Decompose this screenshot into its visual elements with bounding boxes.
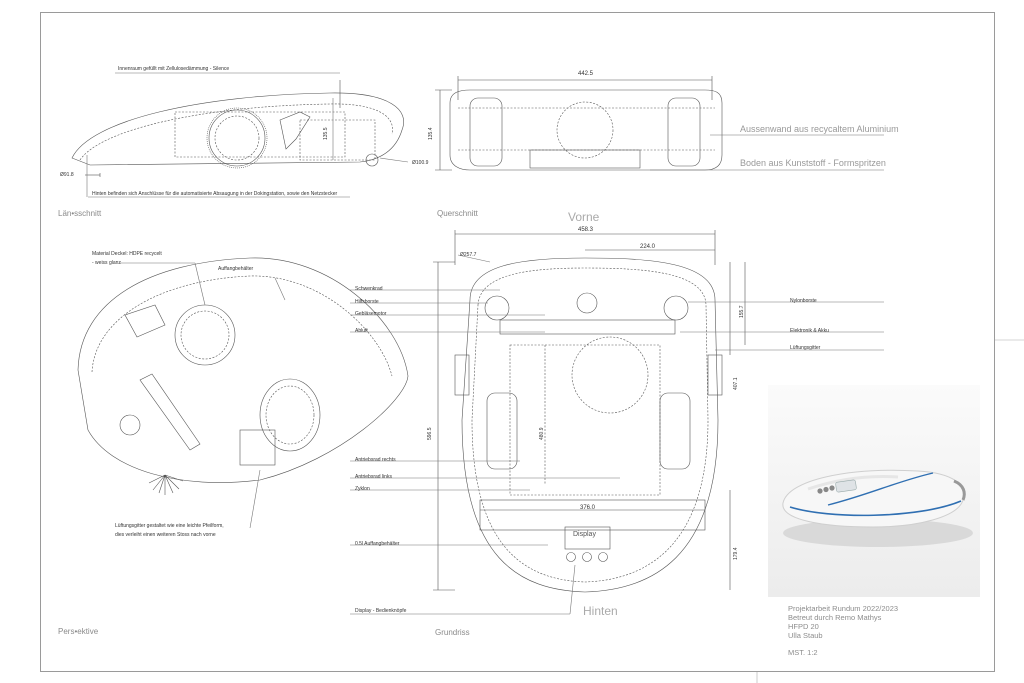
- lid-material-note: Material Deckel: HDPE recycelt: [92, 251, 162, 257]
- dim-half-width: 224.0: [640, 244, 656, 250]
- dim-left-diameter: Ø91.8: [60, 172, 74, 178]
- project-title: Projektarbeit Rundum 2022/2023: [788, 604, 899, 613]
- longitudinal-section: [71, 72, 409, 198]
- section-label-floor-plan: Grundriss: [435, 628, 470, 637]
- project-class: HFPD 20: [788, 622, 819, 631]
- robot-render-image: [782, 469, 973, 547]
- wall-material-note: Aussenwand aus recycaltem Aluminium: [740, 124, 899, 134]
- drawing-sheet: [40, 12, 995, 672]
- dim-brush-diameter: Ø257.7: [460, 252, 477, 258]
- cross-section: [435, 76, 884, 171]
- label-cyclone: Zyklon: [355, 486, 370, 492]
- vent-note-2: dies verleiht einen weiteren Stoss nach …: [115, 532, 216, 538]
- dim-inner: 480.9: [539, 427, 545, 440]
- floor-plan: [350, 230, 884, 615]
- lid-finish-note: - weiss glanz: [92, 260, 121, 266]
- label-drive-right: Antriebsrad rechts: [355, 457, 396, 463]
- label-drive-left: Antriebsrad links: [355, 474, 392, 480]
- dim-rear: 179.4: [733, 547, 739, 560]
- perspective-view: [77, 257, 409, 529]
- bottom-material-note: Boden aus Kunststoff - Formspritzen: [740, 158, 886, 168]
- label-electronics: Elektronik & Akku: [790, 328, 829, 334]
- dim-bottom-width: 376.0: [580, 505, 596, 511]
- dim-cross-width: 442.5: [578, 71, 594, 77]
- section-label-longitudinal: Län•sschnitt: [58, 209, 102, 218]
- orientation-back: Hinten: [583, 604, 618, 618]
- label-vent-grille: Lüftungsgitter: [790, 345, 821, 351]
- dim-length: 596.5: [427, 427, 433, 440]
- dim-longitudinal-height: 135.5: [323, 127, 329, 140]
- bin-label: Auffangbehälter: [218, 266, 254, 272]
- vent-note-1: Lüftungsgitter gestaltet wie eine leicht…: [115, 523, 224, 529]
- project-scale: MST. 1:2: [788, 648, 818, 657]
- dim-right-diameter: Ø100.9: [412, 160, 429, 166]
- rear-note: Hinten befinden sich Anschlüsse für die …: [92, 191, 338, 197]
- inner-note: Innenraum gefüllt mit Zellulosedämmung -…: [118, 66, 230, 72]
- product-render: [768, 385, 980, 597]
- label-nylon-brush: Nylonborste: [790, 298, 817, 304]
- label-exhaust: Abluft: [355, 328, 368, 334]
- section-label-perspective: Pers•ektive: [58, 627, 99, 636]
- display-label: Display: [573, 531, 596, 538]
- label-bin: 0.5l Auffangbehälter: [355, 541, 400, 547]
- dim-total-width: 458.3: [578, 227, 594, 233]
- label-blower-motor: Gebläsemotor: [355, 311, 387, 317]
- label-aux-brush: Hilfsborste: [355, 299, 379, 305]
- label-swivel-wheel: Schwenkrad: [355, 286, 383, 292]
- section-label-cross: Querschnitt: [437, 209, 478, 218]
- project-supervisor: Betreut durch Remo Mathys: [788, 613, 882, 622]
- dim-depth: 407.1: [733, 377, 739, 390]
- orientation-front: Vorne: [568, 210, 600, 224]
- project-author: Ulla Staub: [788, 631, 823, 640]
- dim-cross-height: 135.4: [428, 127, 434, 140]
- project-info: Projektarbeit Rundum 2022/2023 Betreut d…: [788, 604, 898, 657]
- label-display-buttons: Display - Bedienknöpfe: [355, 608, 407, 614]
- dim-side: 155.7: [739, 305, 745, 318]
